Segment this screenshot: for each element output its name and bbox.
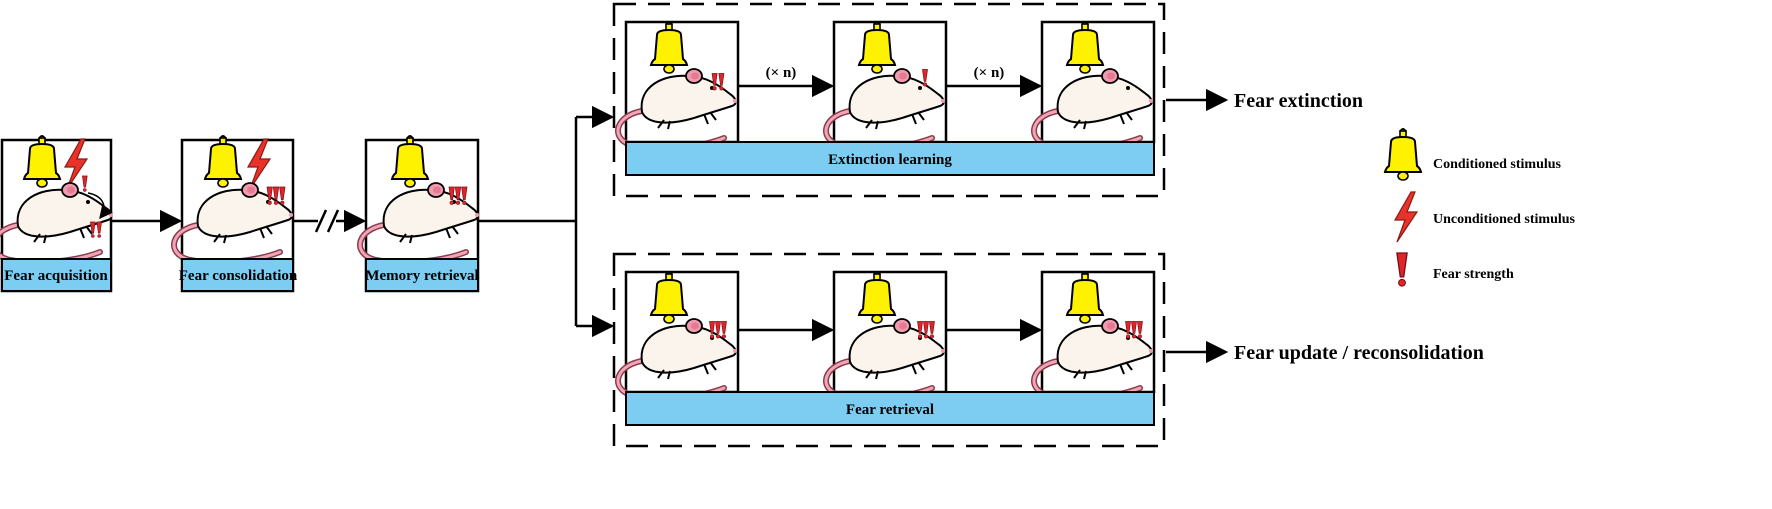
stage-fear-acquisition: Fear acquisition — [0, 136, 113, 291]
legend: Conditioned stimulus Unconditioned stimu… — [1385, 129, 1576, 286]
stage-label: Fear acquisition — [4, 268, 108, 284]
legend-unconditioned: Unconditioned stimulus — [1433, 212, 1576, 227]
repeat-label: (× n) — [974, 65, 1005, 81]
legend-fear-strength: Fear strength — [1433, 267, 1514, 282]
branch-reconsolidation: Fear retrieval — [614, 254, 1164, 446]
bar-label: Fear retrieval — [846, 402, 934, 418]
outcome-fear-update: Fear update / reconsolidation — [1234, 342, 1484, 364]
stage-memory-retrieval: Memory retrieval — [360, 136, 479, 291]
stage-fear-consolidation: Fear consolidation — [174, 136, 298, 291]
fear-mark-icon — [710, 322, 727, 339]
fear-mark-icon — [267, 187, 285, 205]
bell-icon — [1385, 129, 1421, 180]
outcome-fear-extinction: Fear extinction — [1234, 90, 1363, 112]
branch-extinction: (× n) (× n) Extinction learning — [614, 4, 1164, 196]
bar-label: Extinction learning — [828, 152, 952, 168]
fear-mark-icon — [1126, 322, 1143, 339]
fear-mark-icon — [1397, 253, 1407, 286]
stage-label: Memory retrieval — [365, 268, 478, 284]
repeat-label: (× n) — [766, 65, 797, 81]
fear-mark-icon — [918, 322, 935, 339]
fear-mark-icon — [449, 187, 467, 205]
legend-conditioned: Conditioned stimulus — [1433, 157, 1562, 172]
stage-label: Fear consolidation — [179, 268, 298, 284]
lightning-icon — [1395, 192, 1417, 242]
